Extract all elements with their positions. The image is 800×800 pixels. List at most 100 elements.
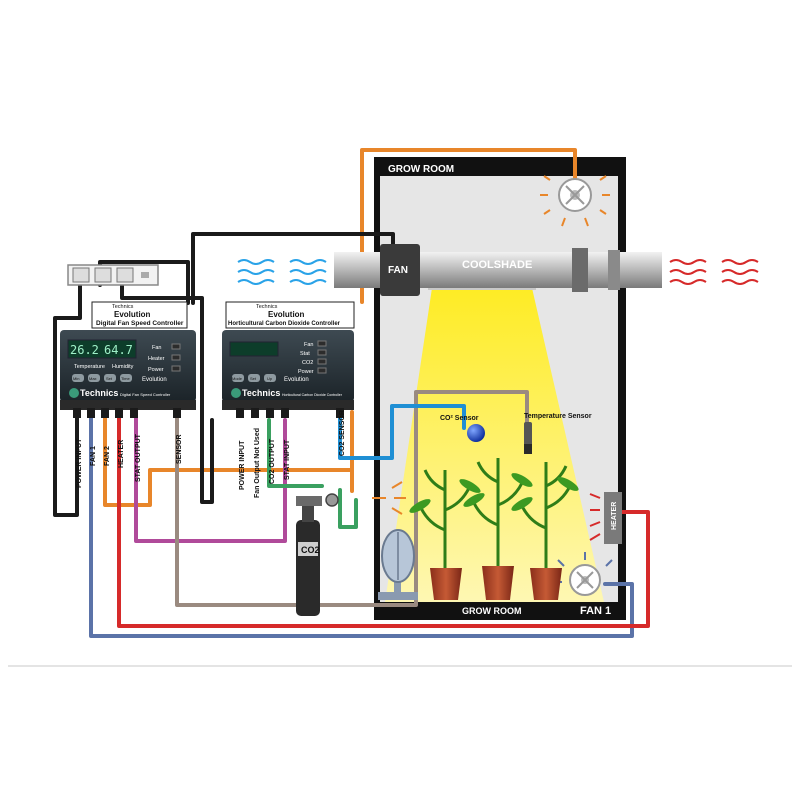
inline-fan-label: FAN [388, 265, 408, 276]
controller1-model: Evolution [142, 377, 167, 383]
controller1-name: Evolution [114, 310, 151, 319]
controller2-lcd [229, 341, 279, 357]
controller1-btn-label: Set [106, 376, 113, 381]
controller2-port-label: Fan Output Not Used [254, 428, 261, 498]
controller1-ports [73, 408, 181, 418]
co2-cylinder: CO2 [296, 493, 339, 616]
controller1-logo-text: Technics [80, 388, 118, 398]
plants [409, 458, 579, 600]
heater-label: HEATER [611, 502, 618, 530]
controller2-subtitle: Horticultural Carbon Dioxide Controller [228, 321, 341, 327]
inline-fan [380, 244, 420, 296]
controller2-led-co2 [317, 358, 327, 365]
controller2-led-fan-label: Fan [304, 342, 313, 348]
controller1-display-right: 64.7 [104, 343, 133, 357]
controller2-btn-label: Up [267, 376, 273, 381]
controller1-min-button[interactable] [72, 374, 84, 382]
co2-cylinder-label: CO2 [301, 545, 320, 555]
controller1-set-button[interactable] [104, 374, 116, 382]
controller1-port-labels: POWER INPUT FAN 1 FAN 2 HEATER STAT OUTP… [76, 433, 183, 488]
controller2-mode-button[interactable] [232, 374, 244, 382]
temp-sensor-cable [175, 390, 529, 607]
fan1-label: FAN 1 [580, 605, 611, 617]
controller1-footer: Digital Fan Speed Controller [120, 392, 171, 397]
controller2-led-fan [317, 340, 327, 347]
stat-cable [134, 416, 287, 543]
co2-sensor: CO² Sensor [440, 415, 485, 442]
controller1-led-fan [171, 343, 181, 350]
controller1-port-label: POWER INPUT [76, 438, 83, 488]
controller1-max-button[interactable] [88, 374, 100, 382]
orange-cable-bottom [103, 413, 354, 507]
controller1-port [73, 408, 81, 418]
plant-pot [530, 568, 562, 600]
controller1-buttons: Min Max Set Time [72, 374, 132, 382]
controller1-port-label: FAN 1 [90, 446, 97, 466]
controller2-port [336, 408, 344, 418]
black-power-cable-1 [53, 283, 82, 517]
controller2-port-label: CO2 SENSOR [339, 410, 346, 456]
heater-cable [117, 416, 650, 628]
co2-emitter-arrows [372, 481, 406, 515]
co2-sensor-cable [338, 404, 466, 460]
controller1-port [101, 408, 109, 418]
controller1-led-fan-label: Fan [152, 345, 161, 351]
controller1-port-label: HEATER [118, 440, 125, 468]
controller2-led-co2-label: CO2 [302, 360, 313, 366]
controller2-model: Evolution [284, 377, 309, 383]
plant-pot [430, 568, 462, 600]
controller2-btn-label: Set [250, 376, 257, 381]
controller2-led-stat [317, 349, 327, 356]
controller1-port-label: SENSOR [176, 434, 183, 464]
controller2-port-labels: POWER INPUT Fan Output Not Used CO2 OUTP… [239, 410, 346, 498]
cables [53, 148, 650, 638]
co2-sensor-label: CO² Sensor [440, 415, 479, 422]
extractor-fan-top [540, 175, 610, 227]
controller2-led-stat-label: Stat [300, 351, 310, 357]
circulation-fan-1 [554, 552, 613, 596]
controller1-port-label: FAN 2 [104, 446, 111, 466]
controller2-led-power-label: Power [298, 369, 314, 375]
controller2-port [251, 408, 259, 418]
controller1-led-heater-label: Heater [148, 356, 165, 362]
air-duct: FAN COOLSHADE [334, 244, 662, 296]
controller2-port [236, 408, 244, 418]
controller1-time-button[interactable] [120, 374, 132, 382]
controller1-display-left: 26.2 [70, 343, 99, 357]
controller1-caption-humid: Humidity [112, 364, 134, 370]
controller1-port [115, 408, 123, 418]
controller1-btn-label: Max [89, 376, 97, 381]
controller2-logo-icon [231, 388, 241, 398]
controller1-port-label: STAT OUTPUT [135, 433, 142, 482]
controller2-footer: Horticultural Carbon Dioxide Controller [282, 393, 343, 397]
controller2-logo-text: Technics [242, 388, 280, 398]
controller2-port [266, 408, 274, 418]
controller1-btn-label: Time [121, 376, 131, 381]
controller1-led-power-label: Power [148, 367, 164, 373]
black-fan-cable [191, 232, 395, 305]
fan-speed-controller: Technics Evolution Digital Fan Speed Con… [60, 301, 196, 488]
grow-room-title-bottom: GROW ROOM [462, 606, 522, 616]
controller1-port [173, 408, 181, 418]
fan1-cable [89, 416, 634, 638]
controller1-led-heater [171, 354, 181, 361]
controller2-port-label: STAT INPUT [284, 439, 291, 480]
heater: HEATER [589, 492, 622, 544]
controller2-set-button[interactable] [248, 374, 260, 382]
intake-air-arrows [237, 259, 327, 285]
controller1-brand: Technics [112, 304, 134, 310]
controller2-port-label: CO2 OUTPUT [269, 438, 276, 484]
controller1-port [87, 408, 95, 418]
controller1-led-power [171, 365, 181, 372]
controller2-port [281, 408, 289, 418]
controller2-led-power [317, 367, 327, 374]
controller2-buttons: Mode Set Up [232, 374, 276, 382]
co2-output-cable [267, 418, 358, 529]
controller2-port-label: POWER INPUT [239, 440, 246, 490]
controller2-up-button[interactable] [264, 374, 276, 382]
controller1-port [130, 408, 138, 418]
desk-fan [378, 529, 418, 600]
controller1-subtitle: Digital Fan Speed Controller [96, 320, 184, 327]
temperature-sensor-label: Temperature Sensor [524, 413, 592, 420]
